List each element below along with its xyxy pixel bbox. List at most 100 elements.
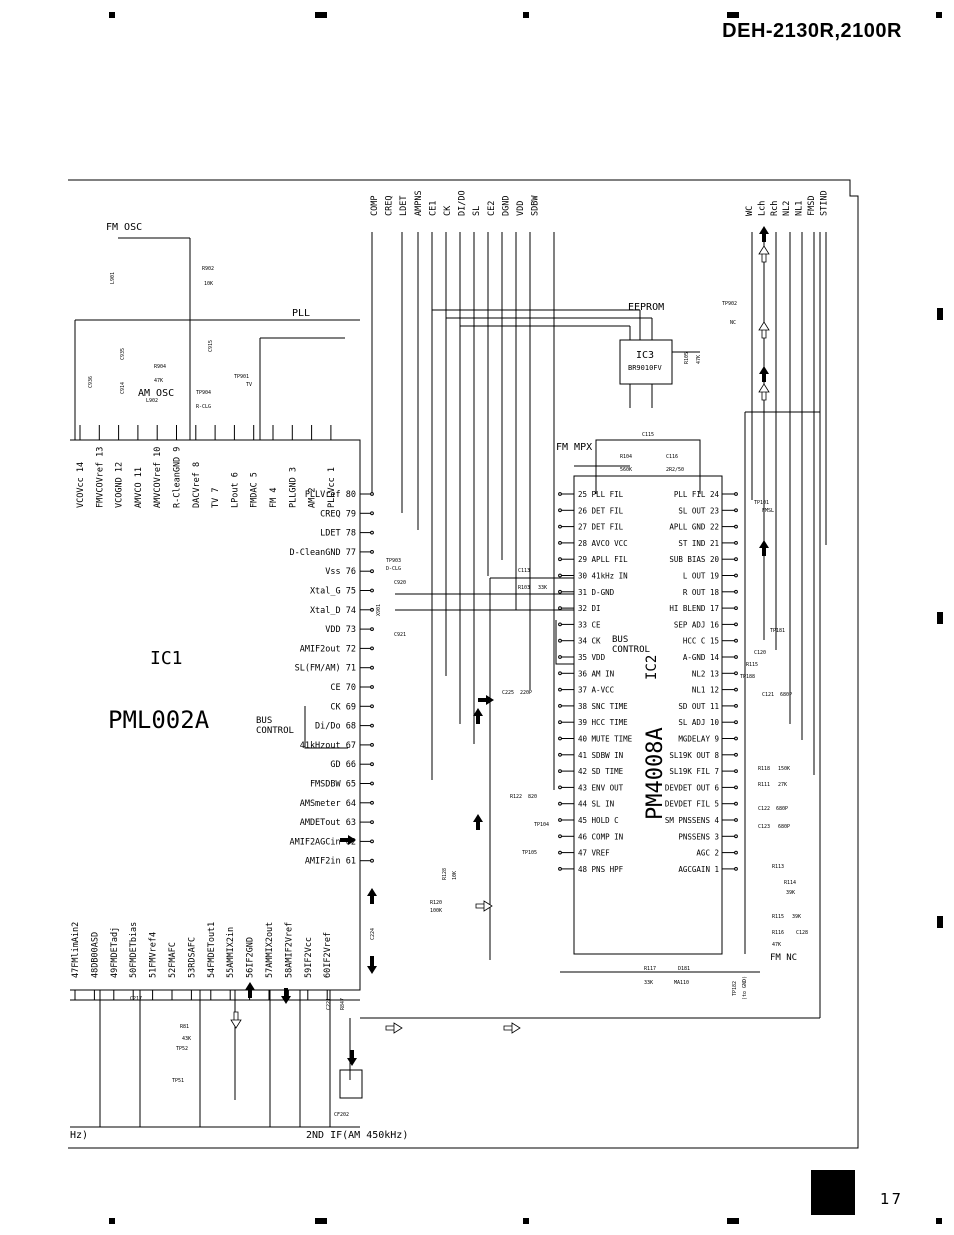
top-signal-label: DGND xyxy=(501,196,511,216)
ic1-right-pin-label: Xtal_G 75 xyxy=(310,587,356,597)
ic1-right-pin-label: Xtal_D 74 xyxy=(310,606,356,616)
ic1-right-pin-label: FMSDBW 65 xyxy=(310,780,356,790)
ic2-left-pin-label: 31 D-GND xyxy=(578,588,615,597)
ic1-top-pin-label: LPout 6 xyxy=(230,472,240,508)
c113-label: C113 xyxy=(518,568,530,574)
am-osc-label: AM OSC xyxy=(138,388,174,399)
top-signal-label: LDET xyxy=(399,196,409,216)
signal-arrow-outline-icon xyxy=(385,1022,403,1034)
c915-label: C915 xyxy=(208,340,214,352)
reg-mark xyxy=(937,308,943,320)
pin-terminal xyxy=(558,720,562,725)
pin-terminal xyxy=(370,569,374,574)
ic1-right-pin-label: AMIF2in 61 xyxy=(305,857,356,867)
pin-terminal xyxy=(558,524,562,529)
top-signal-label: AMPNS xyxy=(414,190,424,216)
r116-label: R116 xyxy=(772,930,784,936)
ic1-top-pin-label: PLLVcc 1 xyxy=(327,467,337,508)
pin-terminal xyxy=(558,818,562,822)
top-signal-label: SL xyxy=(472,206,482,216)
pin-terminal xyxy=(558,769,562,773)
pin-terminal xyxy=(734,769,738,773)
pin-terminal xyxy=(558,801,562,806)
c935-label: C935 xyxy=(120,348,126,360)
ic2-right-pin-label: SM PNSSENS 4 xyxy=(665,816,720,825)
bus-control-ic1-a: BUS xyxy=(256,716,272,726)
tp901-label: TP901 xyxy=(234,374,249,380)
ic2-right-pin-label: MGDELAY 9 xyxy=(678,735,719,744)
signal-arrow-icon xyxy=(759,540,769,556)
r103-label: R103 xyxy=(518,585,530,591)
pin-terminal xyxy=(370,511,374,516)
ic2-right-pin-label: APLL GND 22 xyxy=(669,523,719,532)
signal-arrow-icon xyxy=(759,226,769,242)
ic2-right-pin-label: SUB BIAS 20 xyxy=(669,555,719,564)
pin-terminal xyxy=(734,557,738,562)
signal-arrow-icon xyxy=(478,695,494,705)
ic1-top-pin-label: PLLGND 3 xyxy=(288,467,298,508)
ic2-left-pin-label: 39 HCC TIME xyxy=(578,718,628,727)
ic2-left-pin-label: 36 AM IN xyxy=(578,669,614,678)
ic1-top-pin-label: FMVCOVref 13 xyxy=(95,447,105,508)
ic1-top-pin-label: AMVCO 11 xyxy=(134,467,144,508)
pin-terminal xyxy=(734,687,738,692)
ic2-left-pin-label: 28 AVCO VCC xyxy=(578,539,628,548)
page-tab-block xyxy=(811,1170,855,1215)
ic2-left-pin-label: 43 ENV OUT xyxy=(578,783,624,792)
ic1-bottom-pin-label: 56IF2GND xyxy=(246,937,256,978)
ic1-right-pin-label: D-CleanGND 77 xyxy=(289,548,356,558)
r105-value: 47K xyxy=(696,355,702,364)
ic1-part: PML002A xyxy=(108,706,210,734)
ic2-left-pin-label: 45 HOLD C xyxy=(578,816,619,825)
pin-terminal xyxy=(734,606,738,610)
rclg-label: R-CLG xyxy=(196,404,211,410)
bus-bracket-ic2 xyxy=(555,620,574,665)
r103-value: 33K xyxy=(538,585,547,591)
pin-terminal xyxy=(734,589,738,594)
ic1-bottom-pin-label: 48DB00ASD xyxy=(90,932,100,978)
ic1-top-pin-label: DACVref 8 xyxy=(192,462,202,508)
pll-label: PLL xyxy=(292,308,310,319)
pin-terminal xyxy=(370,646,374,651)
top-signal-label: CK xyxy=(443,205,453,216)
ic1-bottom-pin-label: 57AMMIX2out xyxy=(265,922,275,978)
pin-terminal xyxy=(558,736,562,741)
pin-terminal xyxy=(734,638,738,643)
r81-label: R81 xyxy=(180,1024,189,1030)
page-number: 17 xyxy=(880,1190,904,1208)
pin-terminal xyxy=(558,589,562,594)
tp101-label: TP101 xyxy=(754,500,769,506)
ic2-left-pin-label: 44 SL IN xyxy=(578,800,614,809)
r128-value: 10K xyxy=(452,871,458,880)
tp903-label: TP903 xyxy=(386,558,401,564)
c921-label: C921 xyxy=(394,632,406,638)
ic1-right-pin-label: Vss 76 xyxy=(325,567,356,577)
pin-terminal xyxy=(734,720,738,725)
pin-terminal xyxy=(370,607,374,612)
r122-label: R122 xyxy=(510,794,522,800)
ic1-top-pin-label: AMVCOVref 10 xyxy=(153,447,163,508)
ic3-name: IC3 xyxy=(636,350,654,361)
top-signal-label: DI/DO xyxy=(458,190,468,216)
ic1-name: IC1 xyxy=(150,648,183,669)
signal-arrow-icon xyxy=(759,366,769,382)
pin-terminal xyxy=(370,839,374,844)
pin-terminal xyxy=(734,834,738,839)
c116-label: C116 xyxy=(666,454,678,460)
x901-label: X901 xyxy=(376,604,382,616)
reg-mark xyxy=(109,12,115,18)
pin-terminal xyxy=(734,655,738,659)
ic2-left-pin-label: 32 DI xyxy=(578,604,601,613)
c115-label: C115 xyxy=(642,432,654,438)
signal-arrow-icon xyxy=(281,988,291,1004)
pin-terminal xyxy=(370,723,374,728)
c128-label: C128 xyxy=(796,930,808,936)
pin-terminal xyxy=(734,736,738,741)
r105-label: R105 xyxy=(684,352,690,364)
